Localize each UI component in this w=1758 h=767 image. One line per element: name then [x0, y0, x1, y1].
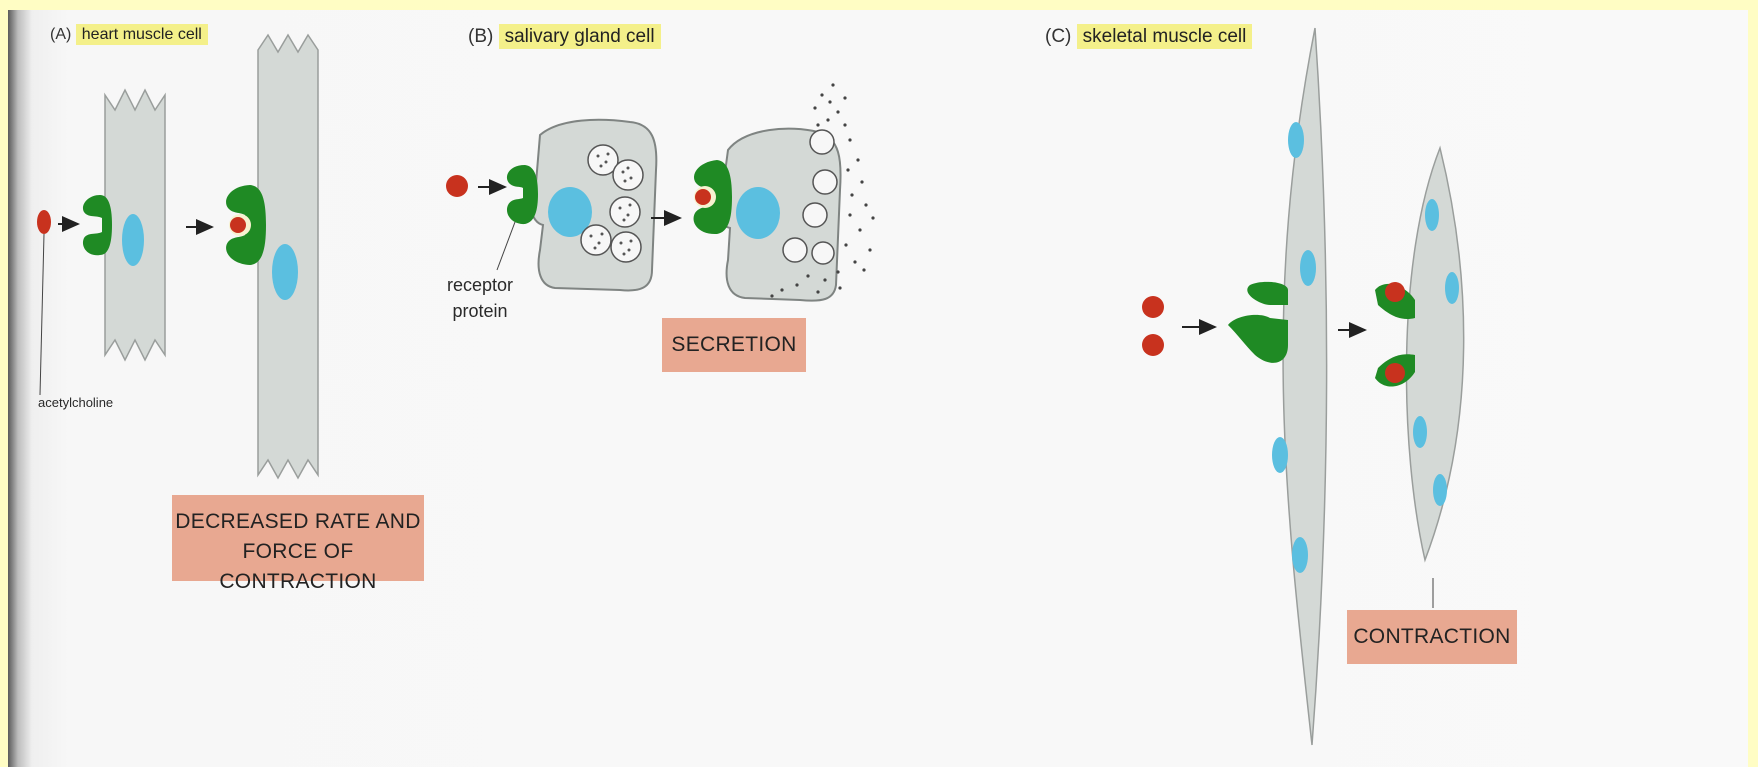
outcome-salivary: SECRETION — [662, 318, 806, 372]
nucleus — [272, 244, 298, 300]
panel-a-title: heart muscle cell — [76, 24, 208, 45]
ligand-bound — [1385, 363, 1405, 383]
panel-b-diagram — [446, 83, 875, 300]
ligand-free — [446, 175, 468, 197]
receptor-closed — [1228, 282, 1288, 363]
receptor-empty — [507, 165, 538, 224]
panel-c-title: skeletal muscle cell — [1077, 24, 1253, 49]
panel-b-prefix: (B) — [468, 26, 493, 47]
acetylcholine-pointer — [40, 234, 44, 395]
nucleus — [122, 214, 144, 266]
panel-c-label: (C) skeletal muscle cell — [1045, 26, 1252, 48]
panel-a-diagram — [37, 35, 318, 478]
receptor-empty — [83, 195, 112, 255]
acetylcholine-label: acetylcholine — [38, 395, 113, 410]
ligand-bound — [230, 217, 246, 233]
ligand-bound — [695, 189, 711, 205]
panel-b-label: (B) salivary gland cell — [468, 26, 661, 48]
receptor-label-line1: receptor — [447, 272, 513, 298]
receptor-protein-label: receptor protein — [447, 272, 513, 324]
nucleus — [736, 187, 780, 239]
receptor-label-line2: protein — [447, 298, 513, 324]
outcome-heart-line1: DECREASED RATE AND — [172, 507, 424, 537]
panel-c-prefix: (C) — [1045, 26, 1071, 47]
receptor-pointer — [497, 222, 515, 270]
ligand-bound — [1385, 282, 1405, 302]
outcome-heart-line2: FORCE OF CONTRACTION — [172, 537, 424, 597]
acetylcholine-ligand — [37, 210, 51, 234]
panel-a-label: (A) heart muscle cell — [50, 26, 208, 44]
outcome-heart: DECREASED RATE AND FORCE OF CONTRACTION — [172, 495, 424, 581]
outcome-skeletal: CONTRACTION — [1347, 610, 1517, 664]
panel-b-title: salivary gland cell — [499, 24, 661, 49]
ligand-free — [1142, 296, 1164, 318]
ligand-free — [1142, 334, 1164, 356]
panel-a-prefix: (A) — [50, 26, 71, 43]
